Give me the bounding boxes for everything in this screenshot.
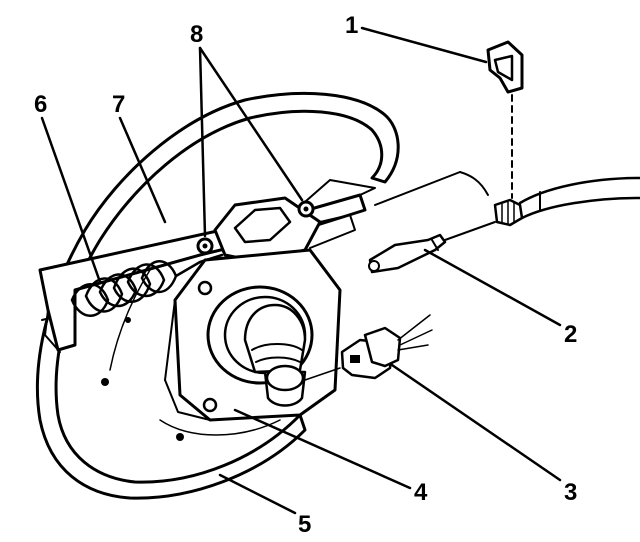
callout-2: 2 bbox=[564, 321, 577, 348]
sensor-connector bbox=[304, 314, 433, 381]
callout-1: 1 bbox=[345, 12, 358, 39]
leader-7 bbox=[118, 116, 167, 224]
callout-6: 6 bbox=[34, 91, 47, 118]
parking-brake-cable bbox=[374, 171, 640, 241]
leader-8b bbox=[198, 46, 304, 202]
leader-6 bbox=[40, 116, 102, 284]
leader-5 bbox=[218, 473, 297, 515]
leader-4 bbox=[233, 408, 412, 490]
callout-5: 5 bbox=[298, 511, 311, 538]
backing-plate-hole bbox=[176, 433, 184, 441]
actuator-housing bbox=[206, 285, 314, 407]
leader-1 bbox=[360, 26, 488, 64]
callout-4: 4 bbox=[414, 479, 428, 506]
leader-8a bbox=[198, 46, 207, 238]
backing-plate-hole bbox=[125, 317, 131, 323]
leader-lines bbox=[40, 26, 562, 515]
callout-7: 7 bbox=[112, 91, 125, 118]
rivet-right bbox=[297, 200, 315, 218]
leader-3 bbox=[390, 363, 562, 482]
rivet-left bbox=[196, 237, 214, 255]
callout-8: 8 bbox=[190, 21, 203, 48]
retaining-clip bbox=[486, 40, 524, 199]
return-spring bbox=[70, 253, 224, 317]
callout-3: 3 bbox=[564, 479, 577, 506]
leader-2 bbox=[423, 248, 562, 327]
actuator-lever bbox=[213, 196, 356, 264]
backing-plate-hole bbox=[101, 378, 109, 386]
cable-end bbox=[368, 233, 447, 274]
